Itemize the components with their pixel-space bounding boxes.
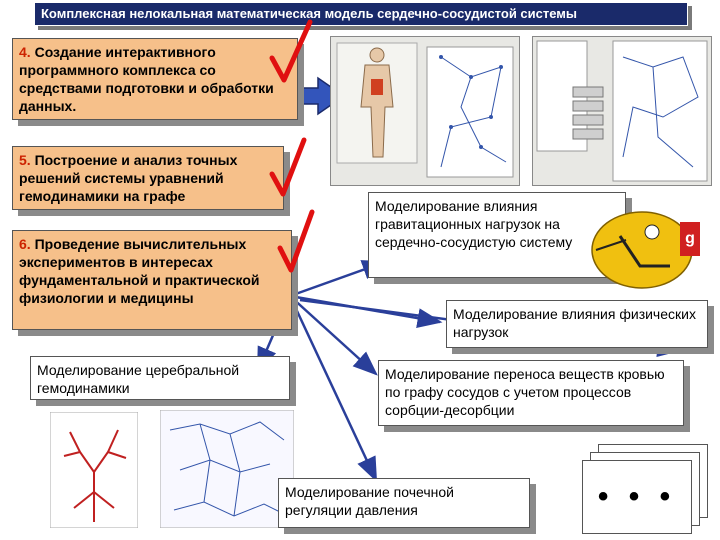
step-box-4: 4. Создание интерактивного программного … <box>12 38 298 120</box>
step-box-6: 6. Проведение вычислительных эксперимент… <box>12 230 292 330</box>
app-box-gravity: Моделирование влияния гравитационных наг… <box>368 192 626 278</box>
more-ellipsis: • • • <box>597 480 677 513</box>
cerebral-graph-icon <box>160 410 294 528</box>
step-number: 6. <box>19 236 31 252</box>
body-graph-icon <box>336 42 514 178</box>
vessel-graph-icon <box>536 40 708 182</box>
app-box-transfer: Моделирование переноса веществ кровью по… <box>378 360 684 426</box>
title-bar: Комплексная нелокальная математическая м… <box>34 2 688 26</box>
step-number: 5. <box>19 152 31 168</box>
app-text-gravity: Моделирование влияния гравитационных наг… <box>375 198 573 250</box>
arrow-to-renal <box>288 295 378 483</box>
app-box-renal: Моделирование почечной регуляции давлени… <box>278 478 530 528</box>
app-text-physical: Моделирование влияния физических нагрузо… <box>453 306 696 340</box>
app-text-transfer: Моделирование переноса веществ кровью по… <box>385 366 665 418</box>
pilot-seat-icon <box>591 211 693 289</box>
software-screenshot-2 <box>532 36 712 186</box>
app-text-renal: Моделирование почечной регуляции давлени… <box>285 484 454 518</box>
check-icon <box>269 137 307 197</box>
software-screenshot-1 <box>330 36 520 186</box>
step-number: 4. <box>19 44 31 60</box>
vessel-tree-icon <box>50 412 138 528</box>
step-text: Создание интерактивного программного ком… <box>19 44 274 114</box>
check-icon <box>269 19 313 83</box>
page-title: Комплексная нелокальная математическая м… <box>41 6 578 21</box>
arrow-to-transfer <box>289 295 378 376</box>
app-text-cerebral: Моделирование церебральной гемодинамики <box>37 362 240 396</box>
more-stack-front: • • • <box>582 460 692 534</box>
check-icon <box>277 209 315 273</box>
step-text: Проведение вычислительных экспериментов … <box>19 236 260 306</box>
app-box-physical: Моделирование влияния физических нагрузо… <box>446 300 708 348</box>
gravity-badge: g <box>680 222 700 256</box>
step-box-5: 5. Построение и анализ точных решений си… <box>12 146 284 210</box>
step-text: Построение и анализ точных решений систе… <box>19 152 238 204</box>
app-box-cerebral: Моделирование церебральной гемодинамики <box>30 356 290 400</box>
